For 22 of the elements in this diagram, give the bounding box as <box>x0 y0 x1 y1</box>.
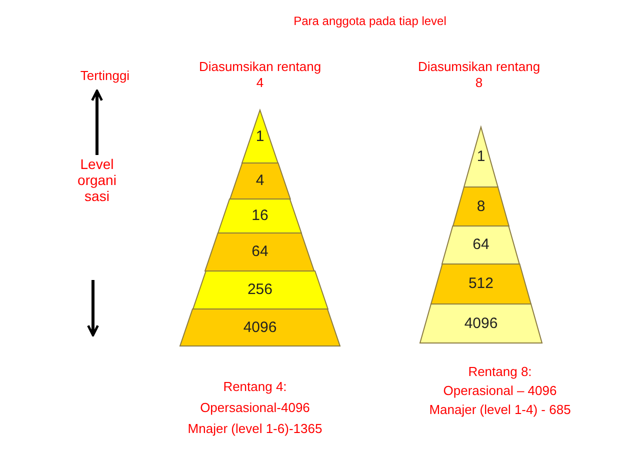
pyramid-layer: 256 <box>192 271 328 309</box>
heading: Diasumsikan rentang 4 <box>198 59 322 91</box>
pyramid-layer: 1 <box>242 110 278 163</box>
pyramid-layer: 8 <box>453 187 509 226</box>
pyramid-layer: 16 <box>218 199 302 233</box>
pyramid-layer: 64 <box>442 226 520 264</box>
title: Para anggota pada tiap level <box>294 13 446 29</box>
note: Manajer (level 1-4) - 685 <box>429 402 571 418</box>
axis-label: Tertinggi <box>80 68 130 84</box>
pyramid-layer: 4 <box>230 163 290 199</box>
pyramid-layer: 512 <box>431 264 531 304</box>
pyramid-layer: 1 <box>464 127 498 187</box>
note: Operasional – 4096 <box>443 383 557 399</box>
pyramid-layer: 64 <box>205 233 315 271</box>
note: Mnajer (level 1-6)-1365 <box>188 421 322 437</box>
heading: Diasumsikan rentang 8 <box>416 59 542 91</box>
note: Rentang 8: <box>468 364 532 380</box>
note: Opersasional-4096 <box>200 400 310 416</box>
note: Rentang 4: <box>223 379 287 395</box>
axis-label: Level organi sasi <box>78 156 116 204</box>
pyramid-layer: 4096 <box>420 304 542 343</box>
pyramid-layer: 4096 <box>180 309 340 346</box>
